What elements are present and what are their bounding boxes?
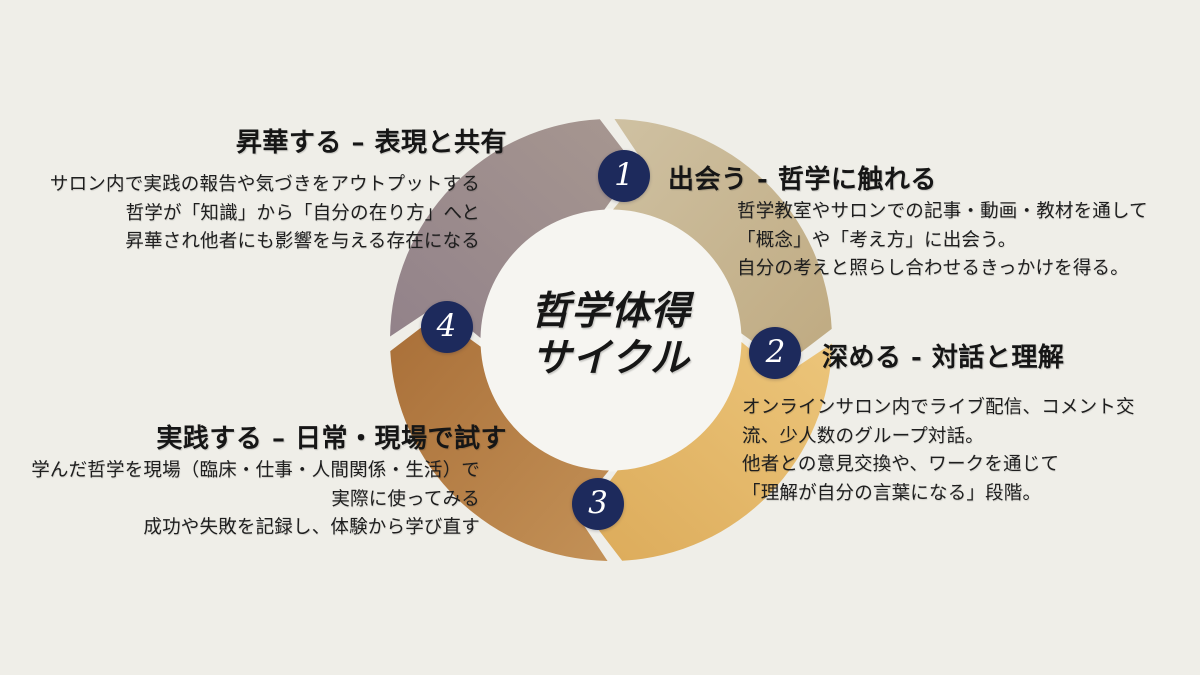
stage-4-heading: 昇華する – 表現と共有 xyxy=(235,128,507,158)
stage-2-description: オンラインサロン内でライブ配信、コメント交 流、少人数のグループ対話。 他者との… xyxy=(742,394,1135,508)
stage-3-number: 3 xyxy=(588,485,608,522)
stage-4-description-line: サロン内で実践の報告や気づきをアウトプットする xyxy=(49,174,480,195)
stage-2-number: 2 xyxy=(765,333,786,370)
stage-2-description-line: 他者との意見交換や、ワークを通じて xyxy=(742,454,1060,475)
cycle-title: 哲学体得 サイクル xyxy=(531,288,691,382)
stage-1-description-line: 自分の考えと照らし合わせるきっかけを得る。 xyxy=(737,258,1129,279)
stage-2-badge: 2 xyxy=(749,326,802,379)
stage-2-heading: 深める - 対話と理解 xyxy=(822,343,1065,373)
stage-1-heading: 出会う - 哲学に触れる xyxy=(668,165,937,195)
stage-1-description: 哲学教室やサロンでの記事・動画・教材を通して 「概念」や「考え方」に出会う。 自… xyxy=(737,198,1148,284)
stage-4-badge: 4 xyxy=(420,301,473,354)
stage-1-description-line: 「概念」や「考え方」に出会う。 xyxy=(737,229,1017,251)
stage-1-number: 1 xyxy=(614,156,634,193)
cycle-inner-circle xyxy=(479,208,743,472)
stage-4-description-line: 哲学が「知識」から「自分の在り方」へと xyxy=(125,202,480,224)
stage-4-description: サロン内で実践の報告や気づきをアウトプットする 哲学が「知識」から「自分の在り方… xyxy=(50,171,480,257)
stage-3-description-line: 学んだ哲学を現場（臨床・仕事・人間関係・生活）で xyxy=(31,460,480,481)
stage-4-number: 4 xyxy=(436,308,457,345)
stage-3-heading: 実践する – 日常・現場で試す xyxy=(156,424,507,454)
stage-3-description: 学んだ哲学を現場（臨床・仕事・人間関係・生活）で 実際に使ってみる 成功や失敗を… xyxy=(31,457,480,543)
stage-4-description-line: 昇華され他者にも影響を与える存在になる xyxy=(125,231,480,252)
cycle-segment-encounter xyxy=(613,119,832,365)
stage-2-description-line: オンラインサロン内でライブ配信、コメント交 xyxy=(742,397,1135,418)
stage-1-description-line: 哲学教室やサロンでの記事・動画・教材を通して xyxy=(737,201,1148,222)
cycle-title-line2: サイクル xyxy=(531,335,691,381)
cycle-segment-sublimate xyxy=(390,119,636,338)
stage-3-badge: 3 xyxy=(572,478,625,531)
cycle-segment-practice xyxy=(390,315,609,561)
stage-1-badge: 1 xyxy=(597,149,650,202)
cycle-title-line1: 哲学体得 xyxy=(530,288,692,334)
cycle-segment-deepen xyxy=(586,342,832,561)
stage-3-description-line: 実際に使ってみる xyxy=(331,488,480,510)
stage-2-description-line: 流、少人数のグループ対話。 xyxy=(742,425,984,447)
stage-2-description-line: 「理解が自分の言葉になる」段階。 xyxy=(742,482,1042,504)
stage-3-description-line: 成功や失敗を記録し、体験から学び直す xyxy=(143,517,480,538)
